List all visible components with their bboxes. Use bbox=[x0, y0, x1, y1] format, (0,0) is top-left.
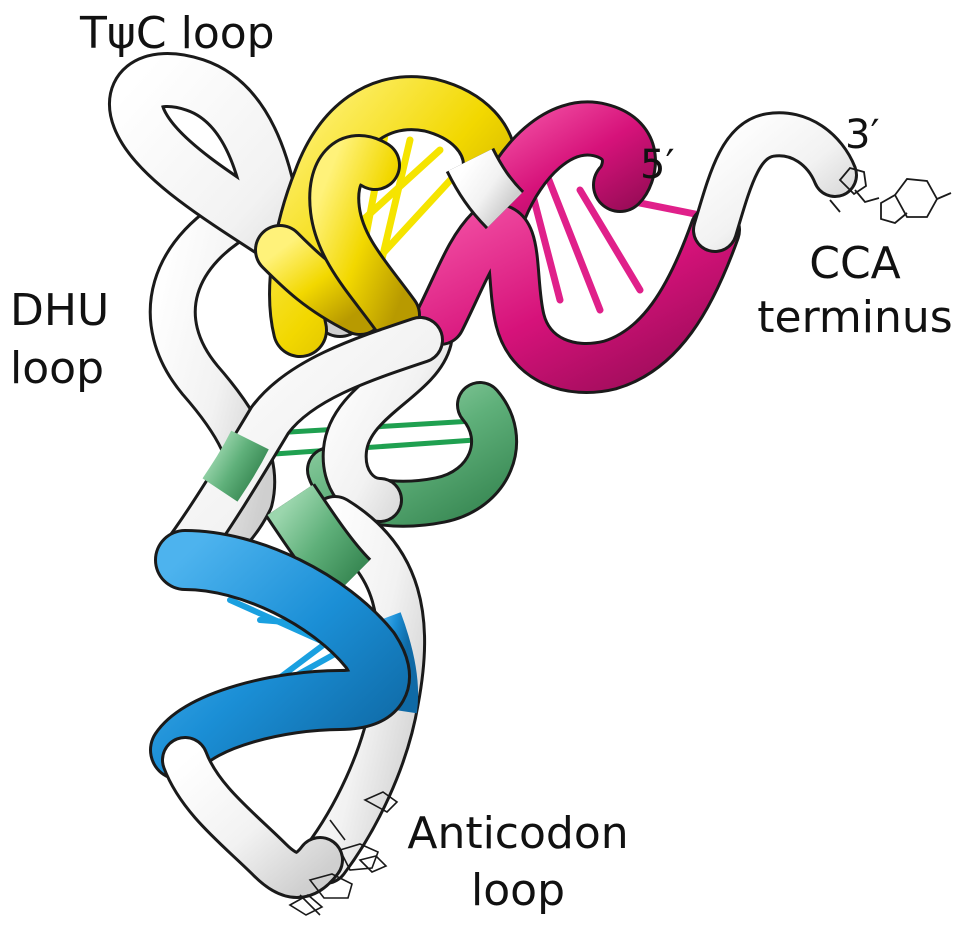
cca-terminus-label-line2: terminus bbox=[757, 292, 952, 343]
anticodon-loop-label-line1: Anticodon bbox=[407, 808, 628, 859]
dhu-loop-label-line1: DHU bbox=[10, 285, 109, 336]
tpsic-loop-label: TψC loop bbox=[79, 8, 275, 59]
anticodon-bases bbox=[288, 791, 399, 916]
three-prime-label: 3′ bbox=[845, 112, 880, 158]
cca-base-adenine bbox=[829, 166, 952, 224]
five-prime-label: 5′ bbox=[640, 142, 675, 188]
anticodon-loop-label-line2: loop bbox=[471, 865, 565, 916]
dhu-loop-label-line2: loop bbox=[10, 343, 104, 394]
cca-terminus-label-line1: CCA bbox=[809, 238, 901, 289]
